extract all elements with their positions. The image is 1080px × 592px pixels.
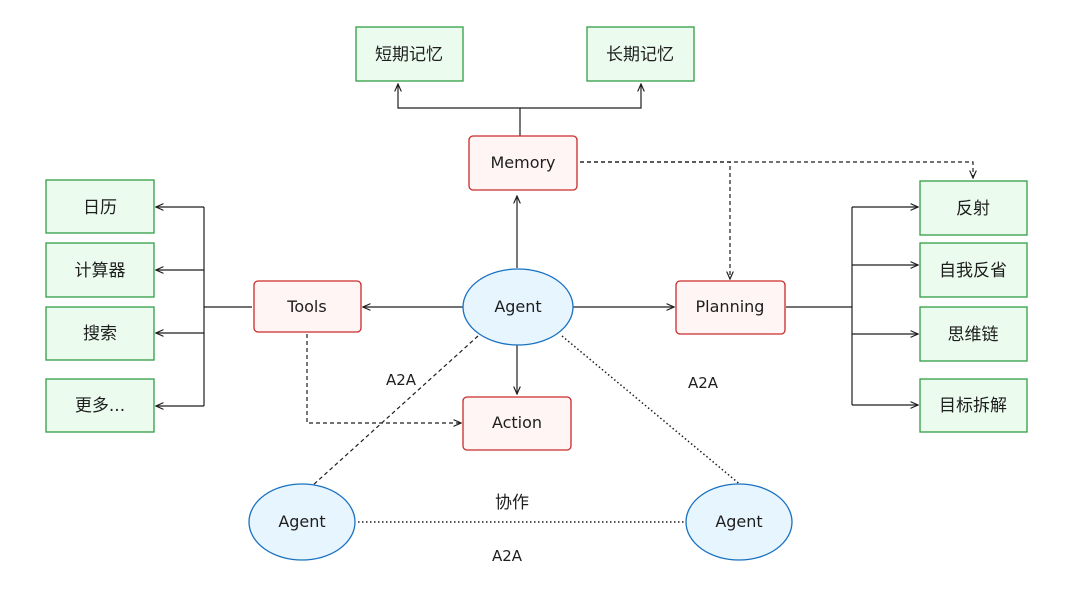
planning-box: Planning (675, 280, 786, 335)
memory-to-reflection-dashed-arrow (580, 161, 973, 178)
tool-search-box: 搜索 (45, 306, 155, 361)
planning-label: Planning (696, 297, 765, 316)
collaboration-label: 协作 (495, 493, 529, 513)
planning-goal-decomposition-label: 目标拆解 (939, 396, 1007, 416)
planning-chain-of-thought-box: 思维链 (919, 306, 1028, 362)
long-term-memory-box: 长期记忆 (586, 26, 695, 82)
memory-to-long-term-connector (520, 84, 641, 109)
peer-agent-right-label: Agent (715, 512, 762, 531)
memory-label: Memory (490, 153, 555, 172)
tool-calculator-box: 计算器 (45, 242, 155, 298)
planning-reflection-label: 反射 (956, 199, 990, 219)
short-term-memory-label: 短期记忆 (375, 45, 443, 65)
short-term-memory-box: 短期记忆 (355, 26, 464, 82)
tool-calculator-label: 计算器 (75, 261, 126, 281)
planning-self-critique-label: 自我反省 (939, 261, 1007, 281)
tool-more-box: 更多... (45, 378, 155, 433)
agent-label: Agent (494, 297, 541, 316)
long-term-memory-label: 长期记忆 (606, 45, 674, 65)
tools-label: Tools (286, 297, 326, 316)
tools-bus-connector (203, 207, 252, 406)
memory-to-short-term-connector (398, 84, 521, 136)
tool-calendar-label: 日历 (83, 198, 117, 218)
a2a-left-label: A2A (386, 371, 417, 389)
planning-self-critique-box: 自我反省 (919, 242, 1028, 298)
a2a-bottom-label: A2A (492, 547, 523, 565)
agent-to-left-peer-dashed-link (311, 335, 479, 487)
agent-to-right-peer-dotted-link (561, 335, 743, 487)
tool-calendar-box: 日历 (45, 179, 155, 234)
peer-agent-left-label: Agent (278, 512, 325, 531)
peer-agent-left-node: Agent (248, 483, 356, 561)
tool-search-label: 搜索 (83, 324, 117, 344)
action-box: Action (462, 396, 572, 451)
peer-agent-right-node: Agent (685, 483, 793, 561)
a2a-right-label: A2A (688, 374, 719, 392)
planning-reflection-box: 反射 (919, 180, 1028, 236)
action-label: Action (492, 413, 542, 432)
planning-bus-connector (786, 207, 853, 405)
planning-chain-of-thought-label: 思维链 (948, 325, 999, 345)
planning-goal-decomposition-box: 目标拆解 (919, 378, 1028, 433)
tool-more-label: 更多... (75, 396, 125, 416)
tools-box: Tools (253, 280, 362, 333)
tools-to-action-dashed-arrow (306, 334, 461, 423)
memory-box: Memory (468, 135, 578, 191)
agent-node: Agent (462, 268, 574, 346)
memory-to-planning-dashed-arrow (580, 161, 730, 279)
